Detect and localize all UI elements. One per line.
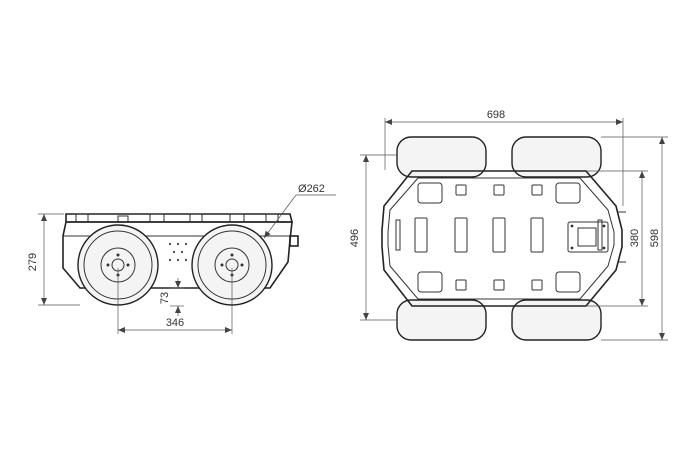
label-side-height: 279: [27, 253, 39, 271]
top-wheels: [396, 136, 602, 341]
label-wheelbase: 346: [166, 317, 184, 329]
label-top-overall-length: 598: [649, 229, 661, 247]
dim-top-overall-length: 598: [601, 136, 668, 341]
label-wheel-diameter: 262: [307, 183, 325, 195]
diameter-symbol: Ø: [298, 183, 307, 195]
side-vent-dots: [168, 242, 188, 262]
top-front-plate: [567, 211, 626, 263]
svg-text:Ø262: Ø262: [298, 183, 325, 195]
dim-side-height: 279: [27, 213, 80, 306]
label-ground-clearance: 73: [159, 292, 171, 304]
dim-top-body-length: 496: [349, 154, 398, 321]
top-chassis-inner: [387, 177, 615, 300]
label-top-track: 380: [629, 229, 641, 247]
dim-wheelbase: 346: [117, 268, 233, 334]
dim-top-width: 698: [384, 109, 624, 206]
top-small-squares: [455, 184, 543, 291]
side-chassis-body: [62, 221, 293, 289]
side-chassis-top: [65, 213, 294, 223]
top-corner-pods: [417, 182, 581, 293]
dim-wheel-diameter: Ø262: [263, 183, 336, 239]
side-wheel-right: [191, 224, 273, 306]
dim-top-track: 380: [586, 170, 648, 307]
label-top-body-length: 496: [349, 229, 361, 247]
side-view: 279 Ø262 73 346: [27, 183, 336, 334]
side-wheel-left: [77, 224, 159, 306]
side-bumper-nub: [289, 235, 299, 247]
side-top-bumps: [75, 213, 279, 223]
top-side-strips: [395, 219, 603, 251]
top-view: 698 496 380 598: [349, 109, 668, 341]
top-center-slots: [414, 217, 544, 253]
dim-ground-clearance: 73: [159, 278, 184, 316]
label-top-width: 698: [487, 109, 505, 121]
